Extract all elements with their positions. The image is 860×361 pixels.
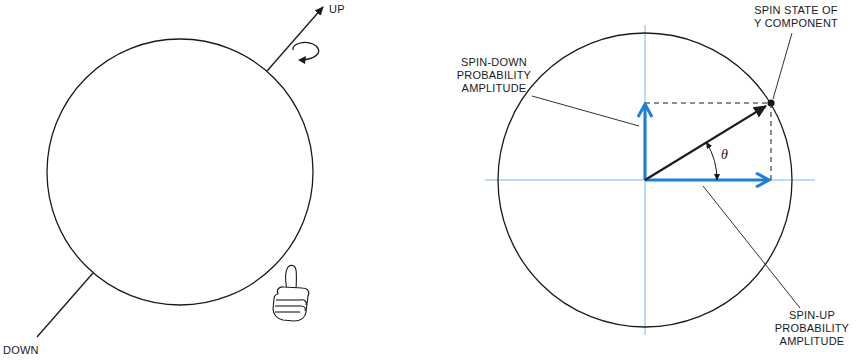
state-dot bbox=[767, 99, 774, 106]
spin-axis-up bbox=[267, 7, 323, 71]
horizontal-axis bbox=[485, 180, 815, 181]
spin-axis-down bbox=[37, 273, 93, 337]
callout-label: SPIN STATE OF Y COMPONENT bbox=[750, 4, 842, 30]
callout-label: SPIN-DOWN PROBABILITY AMPLITUDE bbox=[452, 56, 536, 95]
projection-dash bbox=[771, 103, 772, 180]
angle-label: θ bbox=[721, 148, 728, 162]
axis-label: DOWN bbox=[3, 344, 39, 357]
spin-down-vector bbox=[643, 105, 646, 180]
axis-label: UP bbox=[329, 3, 345, 16]
leader-line bbox=[703, 186, 800, 308]
angle-arc bbox=[707, 143, 718, 181]
callout-label: SPIN-UP PROBABILITY AMPLITUDE bbox=[770, 309, 854, 348]
state-circle bbox=[498, 33, 792, 327]
particle-circle bbox=[47, 39, 313, 305]
leader-line bbox=[773, 33, 792, 99]
spin-up-vector bbox=[645, 178, 768, 181]
state-vector bbox=[645, 106, 766, 180]
leader-line bbox=[532, 96, 639, 126]
projection-dash bbox=[645, 103, 771, 104]
right-hand-icon bbox=[273, 265, 309, 321]
rotation-arrowhead bbox=[298, 56, 306, 64]
